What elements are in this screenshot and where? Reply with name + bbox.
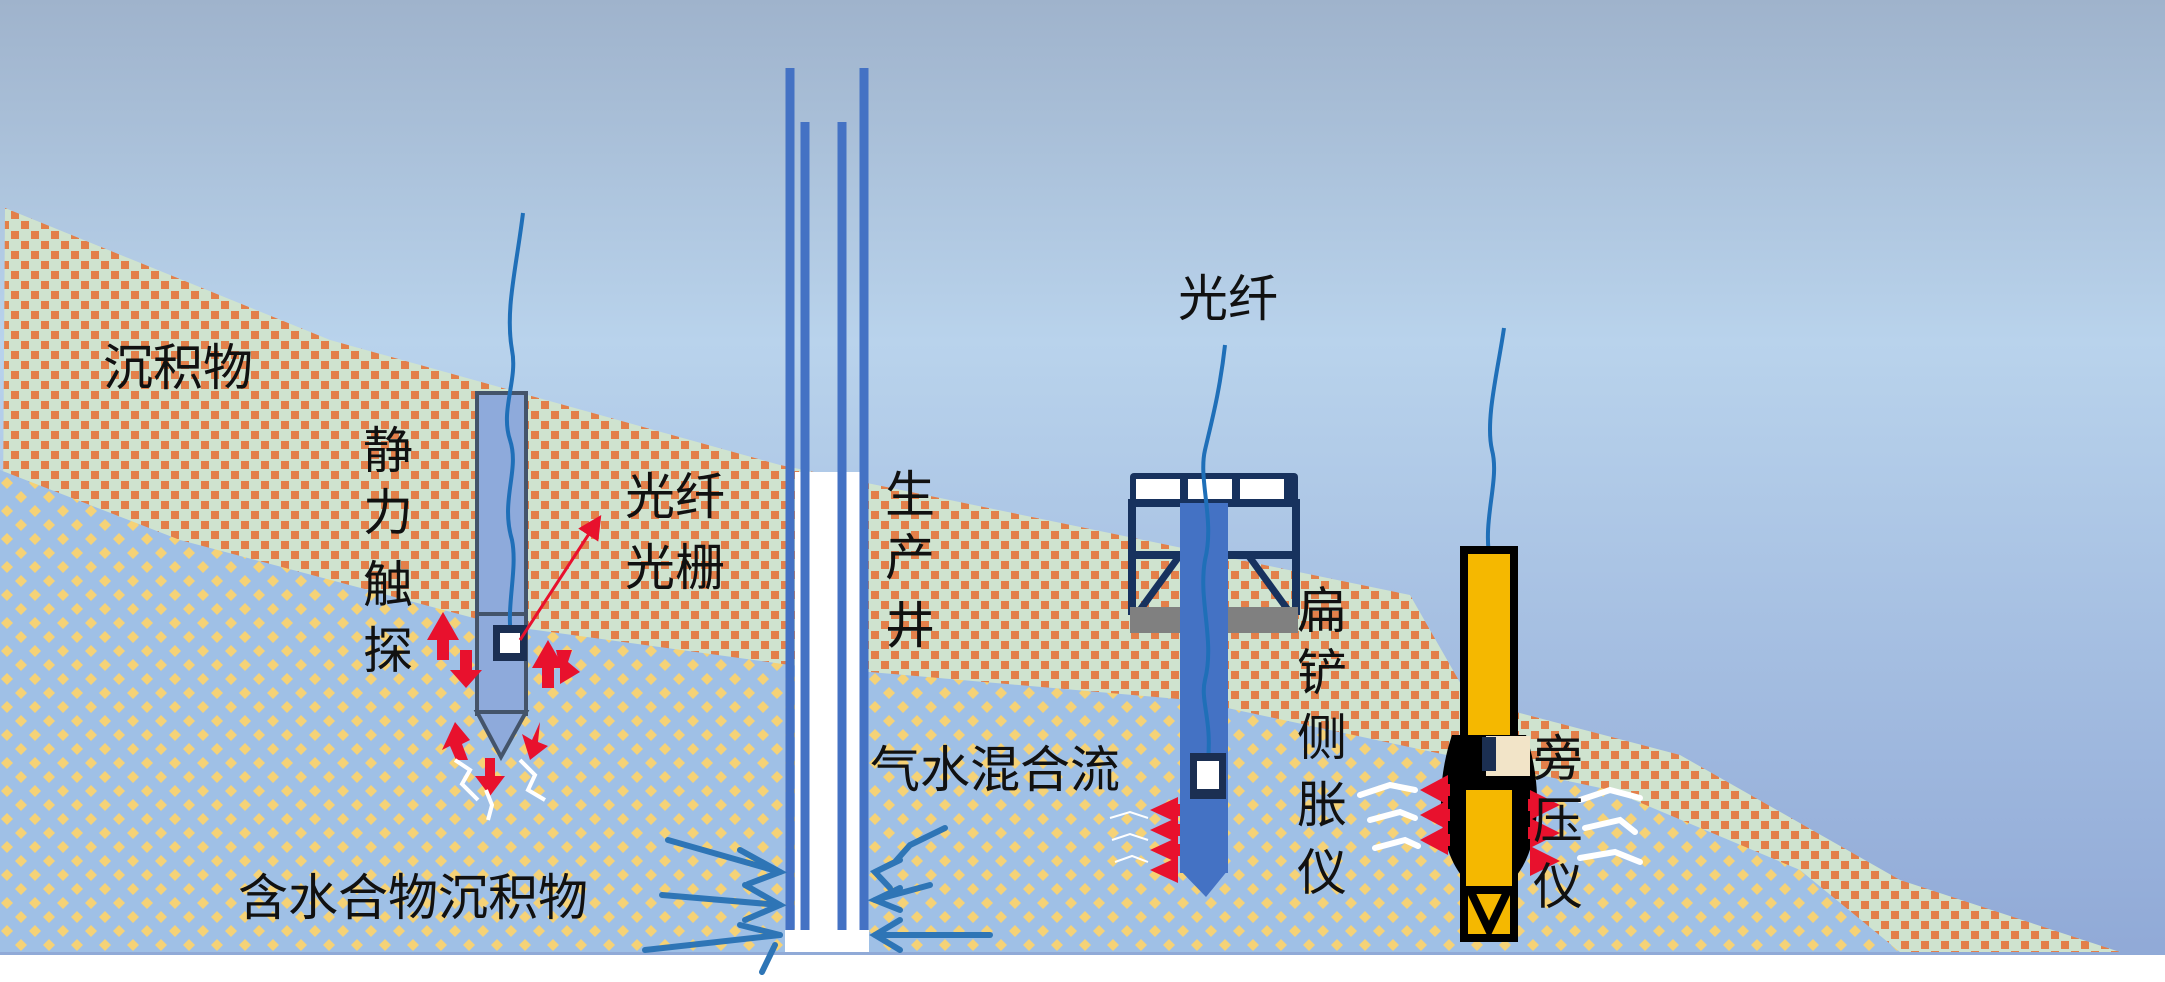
label-fbg-line: 光纤 xyxy=(625,468,725,526)
label-production-well: 生 产 井 xyxy=(885,466,935,655)
label-pmt-char: 旁 xyxy=(1533,730,1583,788)
label-cpt-char: 力 xyxy=(363,484,413,542)
label-well-char: 井 xyxy=(885,597,935,655)
gas-water-inflow-arrows-icon xyxy=(642,825,993,975)
dmt-fiber-icon xyxy=(1201,344,1227,761)
label-pmt-char: 仪 xyxy=(1533,858,1583,916)
label-cpt-char: 静 xyxy=(363,422,413,480)
dmt-fbg-sensor-core xyxy=(1197,761,1219,789)
label-dmt-char: 扁 xyxy=(1297,582,1347,640)
label-dmt-char: 胀 xyxy=(1297,776,1347,834)
cpt-probe xyxy=(473,391,530,762)
dmt-frame xyxy=(1128,473,1300,633)
pmt-fbg-sensor-clip xyxy=(1482,737,1496,771)
label-dmt-char: 仪 xyxy=(1297,844,1347,902)
label-dmt: 扁 铲 侧 胀 仪 xyxy=(1297,582,1347,902)
pmt-lateral-arrows-icon xyxy=(1420,775,1560,876)
dmt-crack-lines-icon xyxy=(1109,810,1149,863)
hydrate-sediment-layer xyxy=(0,470,1900,952)
label-dmt-char: 侧 xyxy=(1297,709,1347,767)
fbg-pointer-arrow-icon xyxy=(518,514,602,641)
label-well-char: 产 xyxy=(885,529,935,587)
cpt-stress-arrows-icon xyxy=(427,612,580,796)
cpt-fiber-icon xyxy=(504,212,525,641)
label-gas-water-flow: 气水混合流 xyxy=(870,741,1120,799)
label-dmt-char: 铲 xyxy=(1297,644,1347,702)
label-well-char: 生 xyxy=(885,466,935,524)
label-cpt-char: 探 xyxy=(363,622,413,680)
label-pmt-char: 压 xyxy=(1533,792,1583,850)
bottom-strip xyxy=(0,955,2165,977)
pmt-crack-lines-icon xyxy=(1357,781,1643,865)
label-hydrate-sediment: 含水合物沉积物 xyxy=(238,869,588,927)
label-cpt-char: 触 xyxy=(363,556,413,614)
cpt-fbg-sensor-core xyxy=(500,633,520,653)
label-fiber: 光纤 xyxy=(1178,270,1278,328)
label-cpt: 静 力 触 探 xyxy=(363,422,413,680)
production-well xyxy=(785,68,869,952)
label-sediment: 沉积物 xyxy=(103,339,253,397)
dmt-lateral-arrows-icon xyxy=(1150,797,1180,883)
label-fbg: 光纤 光栅 xyxy=(625,468,725,597)
cpt-crack-lines-icon xyxy=(453,758,547,821)
label-fbg-line: 光栅 xyxy=(625,539,725,597)
label-pmt: 旁 压 仪 xyxy=(1533,730,1583,916)
